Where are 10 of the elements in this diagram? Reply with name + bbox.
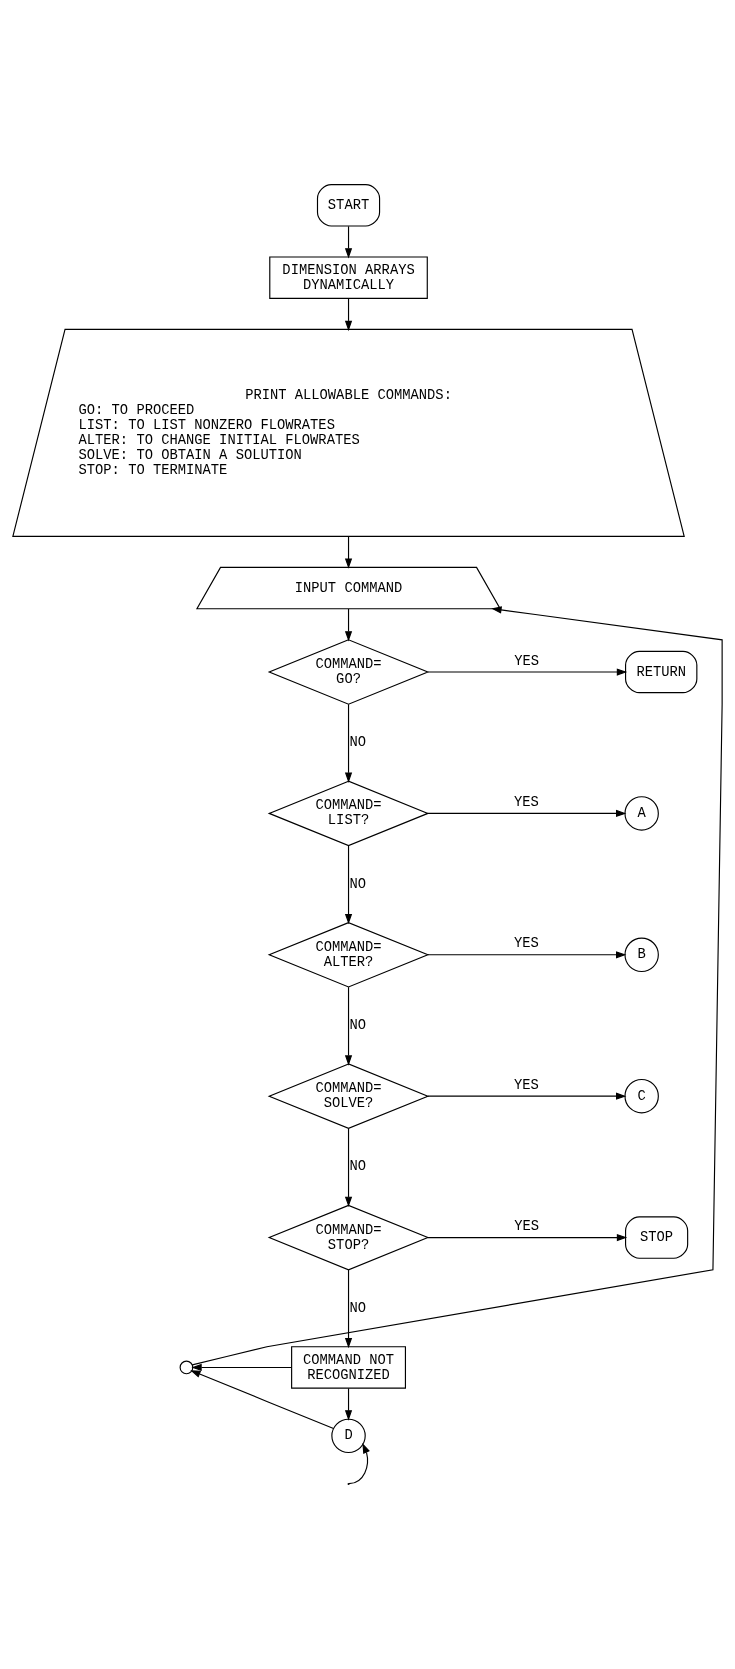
- edge-label: NO: [349, 1018, 366, 1034]
- edge-label: NO: [349, 735, 366, 751]
- edge-label: NO: [349, 876, 366, 892]
- edge-label: YES: [514, 1077, 539, 1093]
- edge-label: NO: [349, 1159, 366, 1175]
- edge-label: YES: [514, 795, 539, 811]
- edge-label: NO: [349, 1300, 366, 1316]
- edge-label: YES: [514, 653, 540, 669]
- edge-label: YES: [514, 936, 539, 952]
- edge-label: YES: [514, 1219, 540, 1235]
